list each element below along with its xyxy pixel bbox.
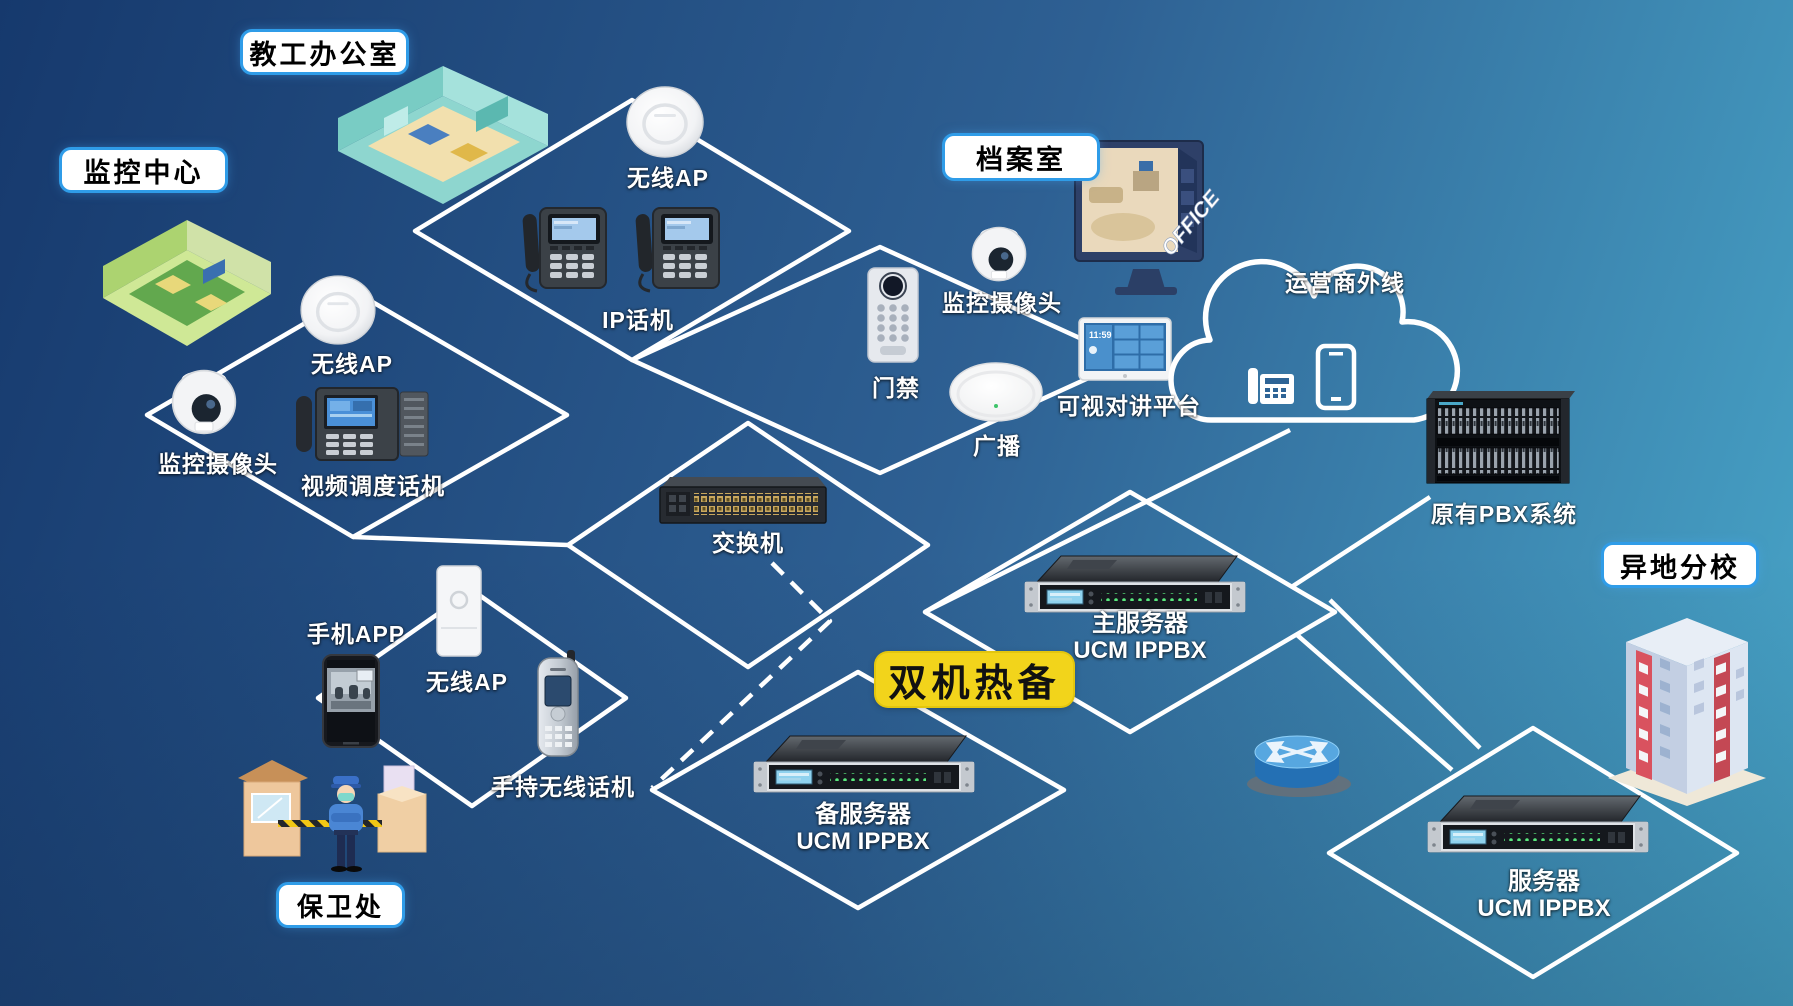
link-cloud-main (923, 427, 1292, 615)
label-legacy-pbx: 原有PBX系统 (1430, 501, 1578, 527)
label-video-intercom: 可视对讲平台 (1057, 393, 1201, 419)
main-server-device (1024, 555, 1246, 613)
area-label-monitoring-center: 监控中心 (62, 150, 225, 190)
label-camera-archive: 监控摄像头 (942, 290, 1062, 316)
branch-server-name: 服务器 (1507, 868, 1580, 895)
diamond-backup-server (649, 669, 1067, 911)
monitoring-center-building (103, 220, 271, 346)
faculty-office-building (338, 66, 548, 204)
main-server-model: UCM IPPBX (1073, 637, 1207, 664)
router (1247, 735, 1351, 797)
surveillance-camera-monitoring (171, 369, 237, 435)
label-ip-phone: IP话机 (602, 307, 674, 333)
security-guard-scene (238, 760, 427, 872)
label-switch: 交换机 (712, 530, 784, 556)
area-label-security-office: 保卫处 (279, 885, 402, 925)
link-trunk-2 (1328, 598, 1482, 750)
area-label-remote-branch: 异地分校 (1604, 545, 1756, 585)
branch-building (1608, 618, 1766, 806)
topology-lines (144, 97, 1740, 980)
label-backup-server: 备服务器 UCM IPPBX (796, 801, 929, 855)
ip-phone-left (520, 206, 608, 293)
diamond-main-server (922, 489, 1338, 735)
area-label-faculty-office: 教工办公室 (243, 32, 406, 72)
diamond-switch (565, 420, 931, 670)
wireless-ap-security (436, 565, 482, 657)
backup-server-name: 备服务器 (814, 801, 911, 828)
branch-server-device (1427, 795, 1649, 853)
desk-phone-icon (1248, 368, 1294, 404)
label-branch-server: 服务器 UCM IPPBX (1477, 868, 1610, 922)
label-camera-monitoring: 监控摄像头 (158, 451, 278, 477)
office-monitor-illustration: OFFICE (1074, 140, 1225, 295)
label-wireless-ap-security: 无线AP (426, 669, 508, 695)
label-broadcast: 广播 (973, 433, 1021, 459)
carrier-cloud (1168, 258, 1461, 423)
ip-phone-right (633, 206, 721, 293)
link-pbx-main (1291, 495, 1432, 588)
label-main-server: 主服务器 UCM IPPBX (1073, 610, 1206, 664)
door-access-device (867, 267, 919, 363)
diamond-archive (629, 244, 1131, 476)
intercom-clock: 11:59 (1089, 330, 1112, 340)
network-switch (659, 477, 827, 524)
label-wireless-ap-faculty: 无线AP (627, 165, 709, 191)
area-label-archive-room: 档案室 (945, 136, 1097, 178)
hot-standby-badge: 双机热备 (876, 653, 1073, 706)
label-door-access: 门禁 (872, 375, 920, 401)
cloud-outline (1168, 258, 1461, 423)
mobile-phone-icon (1315, 343, 1357, 411)
wireless-ap-monitoring (299, 274, 377, 346)
handheld-wireless-phone (537, 650, 579, 757)
link-monitoring-switch (352, 534, 569, 548)
branch-server-model: UCM IPPBX (1477, 895, 1611, 922)
main-server-name: 主服务器 (1091, 610, 1188, 637)
label-mobile-app: 手机APP (306, 621, 406, 647)
backup-server-model: UCM IPPBX (796, 828, 930, 855)
wireless-ap-faculty (625, 85, 705, 159)
label-carrier-trunk: 运营商外线 (1285, 270, 1405, 296)
backup-server-device (753, 735, 975, 793)
legacy-pbx-rack (1426, 391, 1575, 484)
label-video-dispatch-phone: 视频调度话机 (301, 473, 445, 499)
surveillance-camera-archive (971, 226, 1027, 282)
label-wireless-ap-monitoring: 无线AP (311, 351, 393, 377)
video-intercom-panel: 11:59 (1078, 317, 1172, 381)
broadcast-speaker (949, 362, 1043, 422)
link-hot-standby-dashed (650, 561, 833, 790)
link-trunk-1 (1294, 632, 1454, 772)
video-dispatch-phone (296, 387, 429, 461)
label-handheld-phone: 手持无线话机 (491, 774, 635, 800)
diamond-branch (1326, 725, 1740, 980)
mobile-app-phone (322, 654, 380, 748)
